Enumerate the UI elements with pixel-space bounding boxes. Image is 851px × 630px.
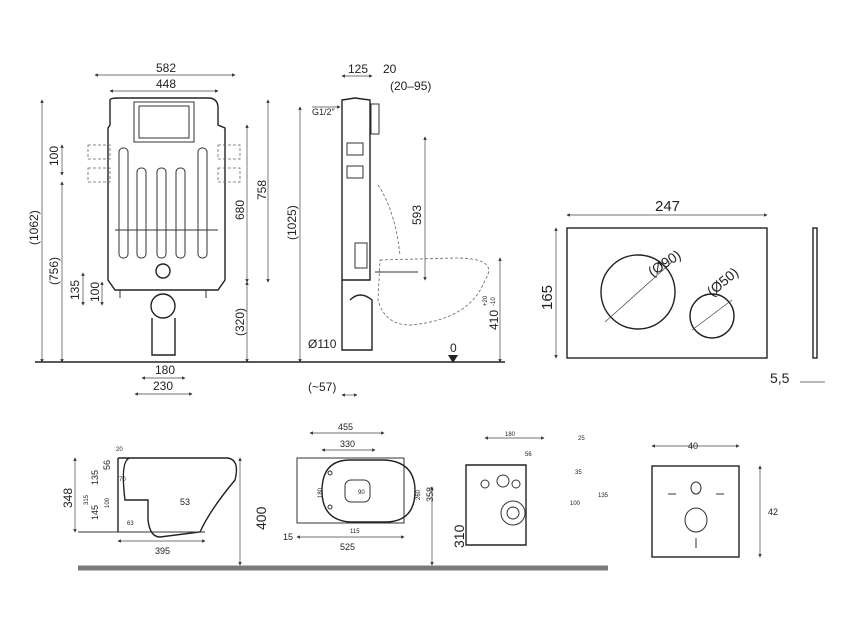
plate-profile: [812, 227, 818, 359]
dim-90: 90: [358, 490, 365, 496]
bowl-side-view: 348 56 135 145 315 100 20 70 63 53 395 4…: [61, 447, 608, 571]
dim-56: 56: [525, 452, 532, 458]
dim-180: 180: [318, 487, 324, 498]
dim-70: 70: [119, 477, 126, 483]
frame-side-view: G1/2" 125 20 (20–95) (1025) 593 Ø110 410…: [285, 62, 502, 397]
dim-25: 25: [578, 436, 585, 442]
dim-756: (756): [47, 257, 61, 285]
dim-57: (~57): [308, 380, 336, 394]
dim-100-top: 100: [47, 146, 61, 166]
bowl-top-view: 455 330 180 90 260 358 15 115 525: [283, 422, 435, 552]
dim-165: 165: [539, 285, 556, 310]
dim-310: 310: [451, 524, 467, 548]
dim-5-5: 5,5: [770, 370, 790, 386]
inlet-label: G1/2": [312, 107, 335, 117]
dim-115: 115: [350, 529, 360, 535]
dim-395: 395: [155, 546, 170, 556]
dim-180: 180: [155, 363, 175, 377]
dim-42: 42: [768, 507, 778, 517]
frame-body: [107, 97, 226, 291]
dim-135: 135: [90, 470, 100, 485]
dim-145: 145: [90, 505, 100, 520]
dim-135: 135: [68, 280, 82, 300]
dim-d90: (Ø90): [645, 247, 684, 280]
dim-455: 455: [338, 422, 353, 432]
dim-680: 680: [233, 200, 247, 220]
dim-582: 582: [156, 61, 176, 75]
dim-125: 125: [348, 62, 368, 76]
dim-247: 247: [655, 198, 680, 215]
dim-180: 180: [505, 432, 516, 438]
flush-opening: [133, 101, 195, 143]
dim-d50: (Ø50): [704, 264, 742, 299]
gasket-view: 40 42: [651, 441, 778, 558]
dim-410: 410: [487, 310, 501, 330]
dim-348: 348: [61, 488, 75, 508]
dim-20: 20: [383, 62, 397, 76]
dim-358: 358: [425, 487, 435, 502]
dim-40: 40: [688, 441, 698, 451]
dim-135: 135: [598, 493, 609, 499]
dim-20-95: (20–95): [390, 79, 431, 93]
dim-230: 230: [153, 379, 173, 393]
dim-260: 260: [416, 489, 422, 500]
dim-100: 100: [570, 501, 581, 507]
dim-35: 35: [575, 470, 582, 476]
floor-marker-icon: [448, 355, 458, 363]
dim-d110: Ø110: [308, 337, 337, 351]
floor-zero-label: 0: [450, 341, 457, 355]
dim-15: 15: [283, 532, 293, 542]
plate-outline: [566, 227, 768, 359]
dim-56: 56: [102, 460, 112, 470]
dim-20: 20: [116, 447, 123, 453]
dim-1025: (1025): [285, 205, 299, 240]
dim-100-bottom: 100: [88, 282, 102, 302]
dim-1062: (1062): [27, 210, 41, 245]
back-outline: [465, 464, 527, 546]
dim-758: 758: [255, 180, 269, 200]
tolerance-minus: -10: [491, 297, 497, 306]
tolerance-plus: +20: [483, 295, 489, 306]
dim-330: 330: [340, 439, 355, 449]
frame-front-view: 582 448 (1062) (756) 100 135 100 680 758…: [27, 61, 505, 396]
dim-100: 100: [105, 497, 111, 508]
flush-plate-view: 247 165 (Ø90) (Ø50) 5,5: [539, 198, 825, 386]
dim-448: 448: [156, 77, 176, 91]
dim-315: 315: [84, 494, 90, 505]
large-button: [600, 254, 676, 330]
small-button: [689, 293, 735, 339]
dim-63: 63: [127, 521, 134, 527]
bowl-back-view: 180 56 25 35 100 135 310: [430, 432, 609, 566]
dim-593: 593: [410, 205, 424, 225]
dim-525: 525: [340, 542, 355, 552]
dim-400: 400: [253, 506, 269, 530]
dim-53: 53: [180, 497, 190, 507]
dim-320: (320): [233, 308, 247, 336]
